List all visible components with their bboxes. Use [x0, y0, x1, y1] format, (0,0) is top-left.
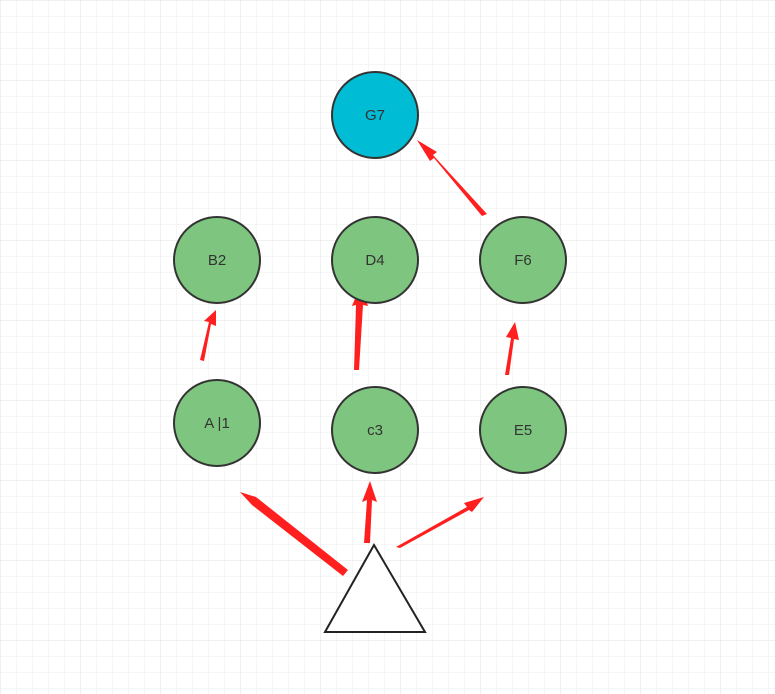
node-e-label: E5: [514, 422, 532, 439]
arrows: [200, 140, 519, 576]
arrow-f-to-g: [417, 140, 487, 216]
node-c-label: c3: [367, 422, 383, 439]
node-e[interactable]: E5: [479, 386, 567, 474]
arrow-triangle-to-c: [362, 481, 377, 543]
node-d-label: D4: [365, 252, 384, 269]
triangle-shape[interactable]: [323, 542, 427, 633]
node-g[interactable]: G7: [331, 71, 419, 159]
node-f-label: F6: [514, 252, 532, 269]
node-c[interactable]: c3: [331, 386, 419, 474]
node-a-label: A |1: [204, 415, 230, 432]
node-g-circle: [331, 71, 419, 159]
node-a-circle: [173, 379, 261, 467]
arrow-triangle-to-a: [240, 492, 348, 576]
node-g-label: G7: [365, 107, 385, 124]
node-b-label: B2: [208, 252, 226, 269]
node-d-circle: [331, 216, 419, 304]
arrow-e-to-f: [505, 322, 519, 375]
arrow-a-to-b: [200, 310, 216, 361]
node-c-circle: [331, 386, 419, 474]
node-f-circle: [479, 216, 567, 304]
node-d[interactable]: D4: [331, 216, 419, 304]
arrow-c-to-d: [352, 284, 368, 370]
node-f[interactable]: F6: [479, 216, 567, 304]
node-a[interactable]: A |1: [173, 379, 261, 467]
arrow-triangle-to-e: [396, 497, 484, 548]
node-b-circle: [173, 216, 261, 304]
node-e-circle: [479, 386, 567, 474]
node-b[interactable]: B2: [173, 216, 261, 304]
